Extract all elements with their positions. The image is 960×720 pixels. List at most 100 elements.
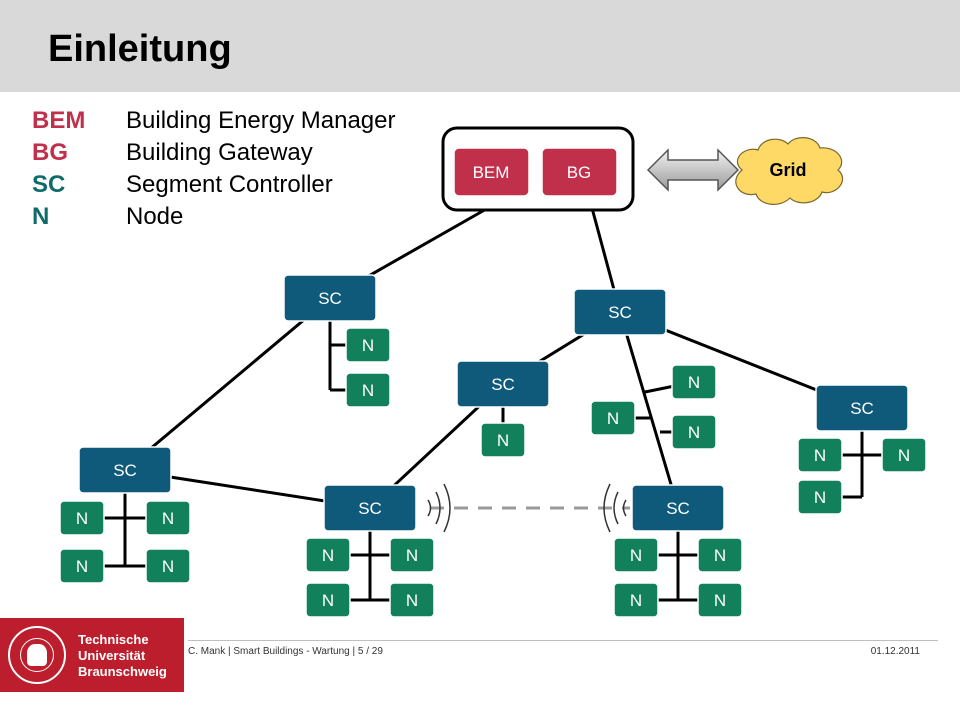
- node-rect: [59, 548, 105, 584]
- segment-controller-rect: [631, 484, 725, 532]
- bem-rect: [453, 147, 530, 197]
- node-rect: [305, 537, 351, 573]
- seal-icon: [8, 626, 66, 684]
- node-label: N: [898, 446, 910, 465]
- node-label: N: [322, 546, 334, 565]
- node-rect: [590, 400, 636, 436]
- node-label: N: [630, 591, 642, 610]
- node-label: N: [814, 488, 826, 507]
- bem-box[interactable]: BEM: [453, 147, 530, 197]
- segment-controller[interactable]: SC: [456, 360, 550, 408]
- legend-text: Building Gateway: [126, 139, 313, 166]
- node-rect: [671, 364, 717, 400]
- node[interactable]: N: [145, 548, 191, 584]
- legend-row-bem: BEM Building Energy Manager: [32, 105, 396, 137]
- node-label: N: [362, 336, 374, 355]
- node-label: N: [814, 446, 826, 465]
- segment-controller[interactable]: SC: [323, 484, 417, 532]
- node[interactable]: N: [881, 437, 927, 473]
- logo-line-2: Universität: [78, 648, 146, 663]
- node-label: N: [688, 373, 700, 392]
- bg-label: BG: [567, 163, 592, 182]
- node[interactable]: N: [59, 548, 105, 584]
- logo-line-1: Technische: [78, 632, 149, 647]
- node[interactable]: N: [697, 537, 743, 573]
- node-rect: [671, 414, 717, 450]
- seal-inner-ring: [20, 638, 54, 672]
- node-rect: [345, 327, 391, 363]
- node-label: N: [406, 591, 418, 610]
- segment-controllers: SC SC SC SC SC SC SC: [78, 274, 909, 532]
- node[interactable]: N: [345, 327, 391, 363]
- node[interactable]: N: [305, 582, 351, 618]
- node-label: N: [406, 546, 418, 565]
- node[interactable]: N: [590, 400, 636, 436]
- segment-controller-label: SC: [491, 375, 515, 394]
- grid-cloud[interactable]: Grid: [735, 137, 844, 205]
- legend-abbr: N: [32, 203, 50, 230]
- segment-controller-rect: [323, 484, 417, 532]
- title-bar: [0, 0, 960, 92]
- node[interactable]: N: [345, 372, 391, 408]
- cloud-icon: [735, 137, 844, 205]
- node-rect: [345, 372, 391, 408]
- segment-controller[interactable]: SC: [78, 446, 172, 494]
- node[interactable]: N: [389, 582, 435, 618]
- node-rect: [697, 537, 743, 573]
- node[interactable]: N: [797, 479, 843, 515]
- node-label: N: [322, 591, 334, 610]
- segment-controller-label: SC: [318, 289, 342, 308]
- node-label: N: [362, 381, 374, 400]
- lion-icon: [27, 644, 47, 666]
- legend-text: Building Energy Manager: [126, 107, 396, 134]
- university-logo: Technische Universität Braunschweig: [0, 618, 184, 692]
- node[interactable]: N: [797, 437, 843, 473]
- segment-controller[interactable]: SC: [283, 274, 377, 322]
- segment-controller-label: SC: [666, 499, 690, 518]
- legend-row-n: N Node: [32, 201, 396, 233]
- footer-date: 01.12.2011: [870, 646, 920, 657]
- legend-abbr: SC: [32, 171, 66, 198]
- node-label: N: [630, 546, 642, 565]
- wireless-right-icon: [603, 483, 627, 533]
- node-rect: [305, 582, 351, 618]
- legend-row-sc: SC Segment Controller: [32, 169, 396, 201]
- logo-text: Technische Universität Braunschweig: [78, 632, 167, 680]
- segment-controller[interactable]: SC: [573, 288, 667, 336]
- node-label: N: [714, 591, 726, 610]
- node[interactable]: N: [613, 537, 659, 573]
- segment-controller-label: SC: [850, 399, 874, 418]
- bg-box[interactable]: BG: [541, 147, 618, 197]
- node[interactable]: N: [613, 582, 659, 618]
- node[interactable]: N: [389, 537, 435, 573]
- segment-controller-rect: [573, 288, 667, 336]
- wireless-left-icon: [427, 483, 451, 533]
- node-label: N: [497, 431, 509, 450]
- footer-divider: [188, 640, 938, 641]
- node-rect: [613, 537, 659, 573]
- node[interactable]: N: [59, 500, 105, 536]
- segment-controller-rect: [283, 274, 377, 322]
- node-label: N: [162, 509, 174, 528]
- node[interactable]: N: [305, 537, 351, 573]
- legend-text: Segment Controller: [126, 171, 333, 198]
- node[interactable]: N: [480, 422, 526, 458]
- node[interactable]: N: [671, 414, 717, 450]
- bem-label: BEM: [473, 163, 510, 182]
- node-rect: [145, 500, 191, 536]
- footer-text: C. Mank | Smart Buildings - Wartung | 5 …: [188, 646, 383, 657]
- node[interactable]: N: [697, 582, 743, 618]
- node-rect: [389, 537, 435, 573]
- segment-controller-rect: [815, 384, 909, 432]
- segment-controller-rect: [78, 446, 172, 494]
- node[interactable]: N: [671, 364, 717, 400]
- segment-controller[interactable]: SC: [631, 484, 725, 532]
- node[interactable]: N: [145, 500, 191, 536]
- node-label: N: [714, 546, 726, 565]
- node-rect: [613, 582, 659, 618]
- segment-controller[interactable]: SC: [815, 384, 909, 432]
- segment-controller-label: SC: [608, 303, 632, 322]
- legend-abbr: BEM: [32, 107, 86, 134]
- node-rect: [797, 479, 843, 515]
